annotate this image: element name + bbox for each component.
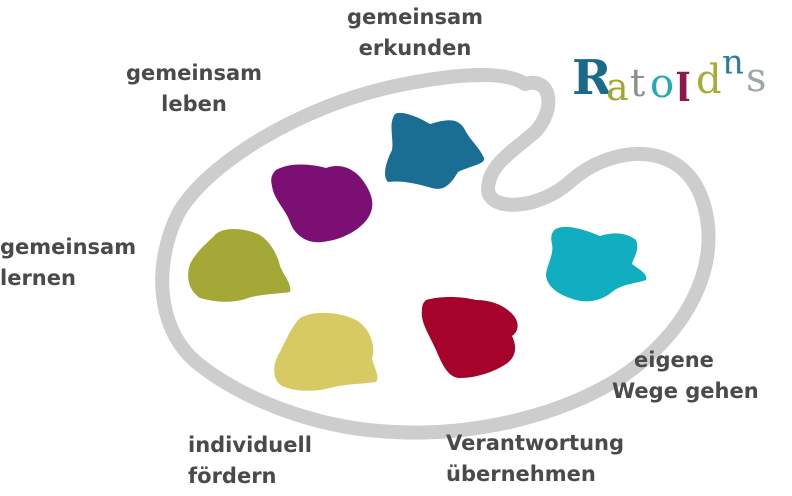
logo-letter: d — [696, 57, 722, 103]
caption-line: Wege gehen — [612, 379, 759, 403]
logo-letter: l — [676, 63, 691, 108]
logo-letter: u — [722, 47, 744, 87]
caption-verantwortung-uebernehmen: Verantwortung übernehmen — [446, 428, 656, 490]
caption-line: gemeinsam — [346, 5, 484, 29]
logo-letter: R — [572, 50, 612, 106]
caption-individuell-foerdern: individuell fördern — [188, 430, 368, 492]
caption-line: lernen — [0, 266, 76, 290]
paint-blob-cyan — [546, 226, 647, 302]
caption-line: Verantwortung — [446, 431, 625, 455]
caption-line: gemeinsam — [125, 61, 263, 85]
paint-blob-purple — [271, 164, 373, 243]
caption-line: leben — [161, 92, 227, 116]
caption-gemeinsam-erkunden: gemeinsam erkunden — [330, 2, 500, 64]
caption-line: übernehmen — [446, 462, 596, 486]
logo-letter: t — [630, 61, 646, 105]
logo-letter: o — [650, 61, 675, 107]
caption-line: individuell — [188, 433, 312, 457]
caption-line: fördern — [188, 464, 277, 488]
logo-letter: s — [746, 55, 767, 101]
paint-blob-red — [421, 297, 518, 378]
paint-blob-blue — [385, 112, 485, 189]
caption-gemeinsam-lernen: gemeinsam lernen — [0, 232, 148, 294]
painters-palette-outline — [155, 68, 716, 440]
brand-logo: R a t o l d u s — [572, 47, 788, 112]
caption-eigene-wege-gehen: eigene Wege gehen — [612, 345, 788, 407]
paint-blob-yellow — [274, 312, 378, 391]
caption-line: eigene — [634, 348, 714, 372]
paint-blob-olive — [188, 229, 291, 302]
logo-letter: a — [606, 65, 629, 109]
caption-line: gemeinsam — [0, 235, 137, 259]
caption-gemeinsam-leben: gemeinsam leben — [110, 58, 278, 120]
caption-line: erkunden — [358, 36, 472, 60]
